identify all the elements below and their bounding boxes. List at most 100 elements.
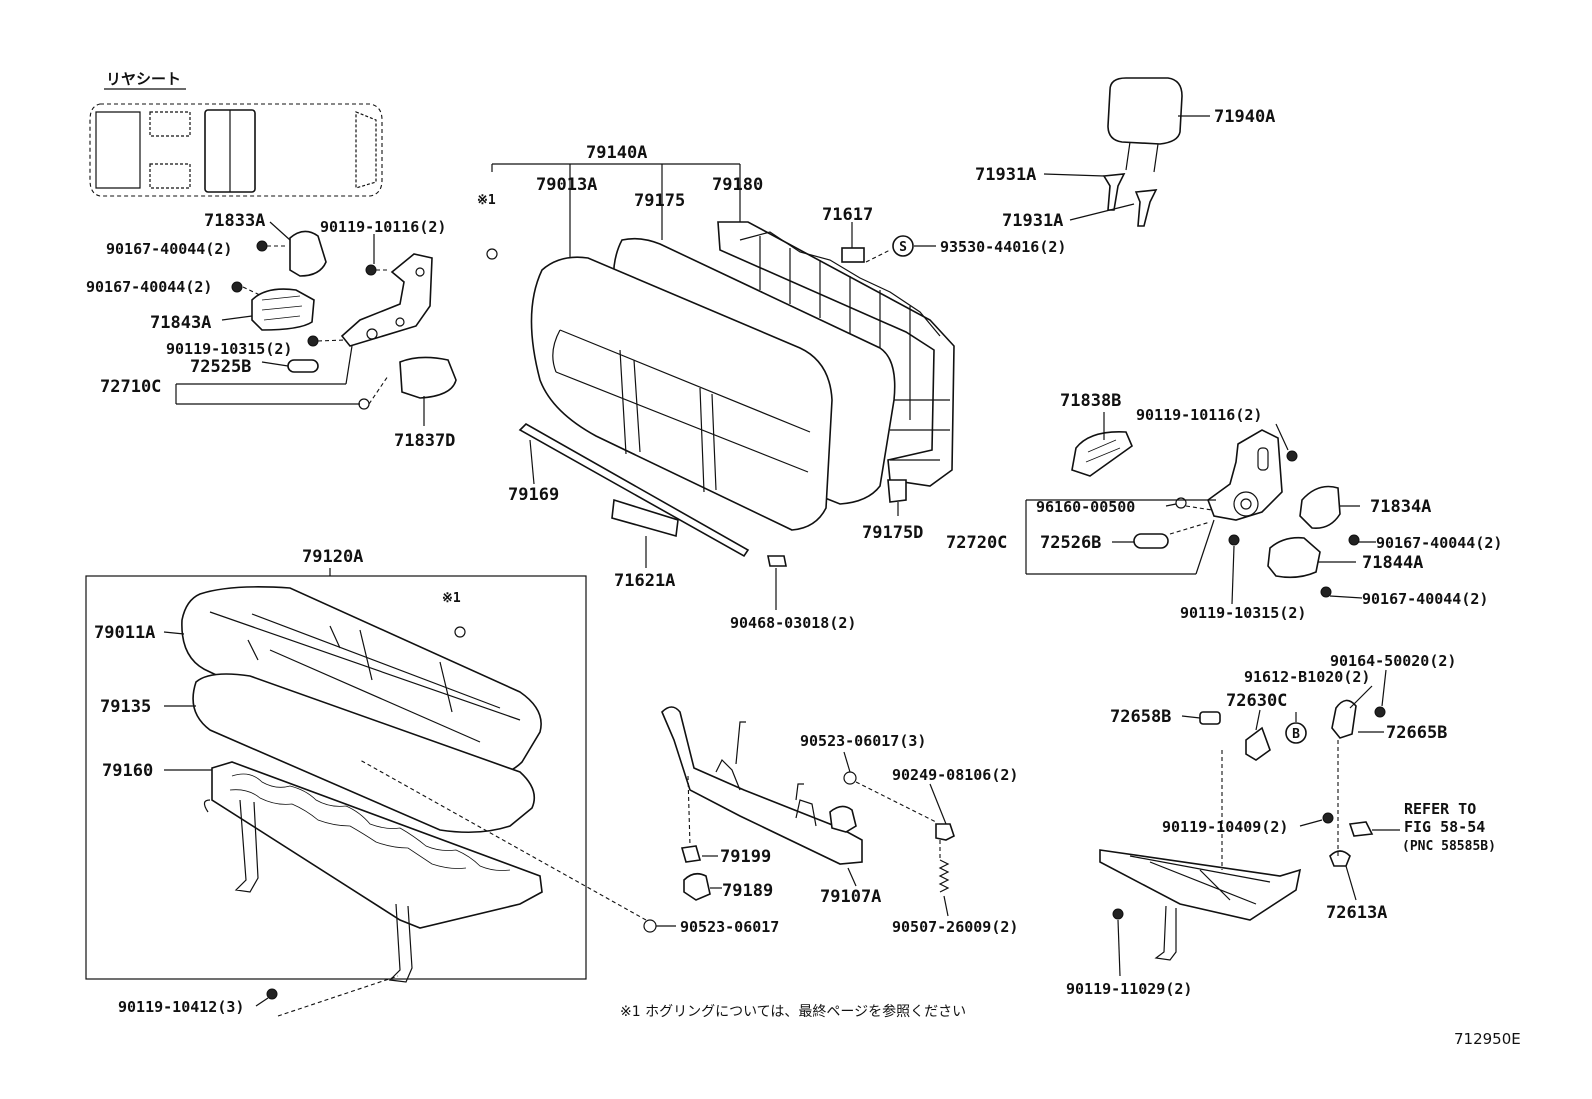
strip-71621a [611,498,679,538]
seat-back-rods [486,248,787,567]
label-90119-10315-right: 90119-10315(2) [1180,604,1306,622]
label-79140a: 79140A [586,143,647,163]
cover-71843a [251,288,315,331]
label-72630c: 72630C [1226,691,1287,711]
guide-71931a-1 [1102,173,1126,211]
label-90523-06017: 90523-06017 [680,918,779,936]
label-79175d: 79175D [862,523,923,543]
footnote: ※1 ホグリングについては、最終ページを参照ください [620,1003,966,1020]
label-71843a: 71843A [150,313,211,333]
label-71931a-lower: 71931A [1002,211,1063,231]
label-72526b: 72526B [1040,533,1101,553]
bolt-icon [266,988,278,1000]
cap-72658b [1199,711,1221,725]
s-marker [892,235,914,257]
nut-icon [643,919,657,933]
knob-71837d [399,356,457,399]
refer-line-1: REFER TO [1404,800,1476,818]
seat-slide-rail [1099,849,1302,921]
circle-markers: S B ※1 [477,193,1307,744]
nut-icon [843,771,857,785]
label-90468: 90468-03018(2) [730,614,856,632]
seat-cushion-box: ※1 [85,575,587,1017]
cushion-frame [211,761,543,929]
label-72525b: 72525B [190,357,251,377]
label-71837d: 71837D [394,431,455,451]
label-71838b: 71838B [1060,391,1121,411]
s-mark-text: S [899,240,907,255]
hinge-bracket-left [340,253,433,347]
label-90507: 90507-26009(2) [892,918,1018,936]
label-79169: 79169 [508,485,559,505]
clip-90468 [767,555,787,567]
seat-back-cover [530,256,833,531]
b-marker [1285,722,1307,744]
label-79107a: 79107A [820,887,881,907]
headrest-group [1102,77,1183,227]
locator-title: リヤシート [106,70,181,88]
label-90167-40044-left-2: 90167-40044(2) [86,278,212,296]
leader-lines [163,115,1400,1007]
label-71621a: 71621A [614,571,675,591]
label-96160: 96160-00500 [1036,498,1135,516]
headrest [1107,77,1183,145]
label-79013a: 79013A [536,175,597,195]
seat-back-assembly [530,221,955,531]
cushion-assembly-frame [85,575,587,980]
label-79135: 79135 [100,697,151,717]
clip-71617 [841,247,865,263]
spring-90507 [938,859,950,893]
label-71940a: 71940A [1214,107,1275,127]
label-90119-10315-left: 90119-10315(2) [166,340,292,358]
label-71844a: 71844A [1362,553,1423,573]
bolt-icon [231,240,377,410]
cover-71844a [1267,536,1321,579]
label-79160: 79160 [102,761,153,781]
label-90119-11029: 90119-11029(2) [1066,980,1192,998]
label-72710c: 72710C [100,377,161,397]
left-hinge-group [231,230,457,410]
label-90523-06017-3: 90523-06017(3) [800,732,926,750]
label-90167-40044-right-1: 90167-40044(2) [1376,534,1502,552]
label-90167-40044-left-1: 90167-40044(2) [106,240,232,258]
label-71617: 71617 [822,205,873,225]
label-79011a: 79011A [94,623,155,643]
label-93530: 93530-44016(2) [940,238,1066,256]
label-90119-10409: 90119-10409(2) [1162,818,1288,836]
label-71931a-upper: 71931A [975,165,1036,185]
label-90249: 90249-08106(2) [892,766,1018,784]
slide-rail-group [1099,699,1386,961]
anchor-79107a [829,805,857,833]
ref-mark-cushion: ※1 [442,591,461,606]
bolt-icon [1175,450,1360,598]
knob-72525b [287,359,319,373]
label-72665b: 72665B [1386,723,1447,743]
label-79199: 79199 [720,847,771,867]
label-72658b: 72658B [1110,707,1171,727]
cover-71833a [289,230,327,277]
connector-ref [1348,821,1374,837]
cap-79199 [680,845,702,863]
label-90119-10412: 90119-10412(3) [118,998,244,1016]
label-79175: 79175 [634,191,685,211]
rod-79107a [661,706,863,865]
label-90167-40044-right-2: 90167-40044(2) [1362,590,1488,608]
rod-79169 [518,423,750,558]
label-90164: 90164-50020(2) [1330,652,1456,670]
cover-72665b [1331,699,1357,739]
label-79180: 79180 [712,175,763,195]
clamp-72613a [1329,850,1351,867]
label-72613a: 72613A [1326,903,1387,923]
hog-ring-icon [486,248,498,260]
cover-71834a [1299,485,1341,530]
label-91612: 91612-B1020(2) [1244,668,1370,686]
knob-72526b [1133,533,1169,549]
part-labels: 71940A 71931A 71931A 79140A 79013A 79175… [86,107,1502,1016]
vehicle-locator: リヤシート [89,70,383,197]
bracket-72630c [1245,726,1271,761]
ref-mark-top: ※1 [477,193,496,208]
cushion-pad [192,673,536,834]
bolt-90249 [935,823,955,841]
refer-line-2: FIG 58-54 [1404,818,1485,836]
